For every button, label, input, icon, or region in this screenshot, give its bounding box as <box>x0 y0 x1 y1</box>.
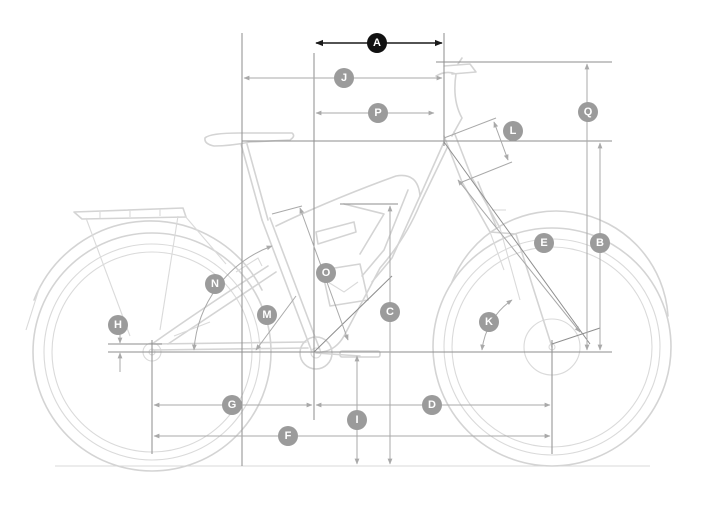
label-badge-l[interactable]: L <box>503 121 523 141</box>
label-j-text: J <box>341 72 347 84</box>
label-badge-o[interactable]: O <box>316 263 336 283</box>
label-l-text: L <box>510 125 517 137</box>
label-o-text: O <box>322 267 331 279</box>
saddle <box>204 132 295 147</box>
front-fender <box>451 210 669 317</box>
label-i-text: I <box>355 414 358 426</box>
label-badge-i[interactable]: I <box>347 410 367 430</box>
seat-post <box>240 143 269 221</box>
chain-stay <box>151 341 309 351</box>
handlebar <box>443 57 477 75</box>
label-a-text: A <box>373 37 381 49</box>
label-badge-c[interactable]: C <box>380 302 400 322</box>
label-badge-n[interactable]: N <box>205 274 225 294</box>
reference-lines <box>108 33 612 466</box>
label-g-text: G <box>228 399 237 411</box>
label-badge-p[interactable]: P <box>368 103 388 123</box>
label-f-text: F <box>285 430 292 442</box>
rear-shock <box>315 203 385 255</box>
label-badge-h[interactable]: H <box>108 315 128 335</box>
label-badge-j[interactable]: J <box>334 68 354 88</box>
stem <box>435 71 463 137</box>
label-d-text: D <box>428 399 436 411</box>
label-m-text: M <box>262 309 271 321</box>
label-badge-k[interactable]: K <box>479 312 499 332</box>
label-badge-b[interactable]: B <box>590 233 610 253</box>
label-n-text: N <box>211 278 219 290</box>
label-e-text: E <box>540 237 547 249</box>
label-c-text: C <box>386 306 394 318</box>
pedal <box>339 350 381 358</box>
suspension-fork <box>461 177 553 348</box>
crank <box>315 352 361 357</box>
label-k-text: K <box>485 316 493 328</box>
label-badge-m[interactable]: M <box>257 305 277 325</box>
rear-rack <box>73 207 227 337</box>
label-badge-f[interactable]: F <box>278 426 298 446</box>
bike-illustration <box>25 57 672 472</box>
label-badge-a[interactable]: A <box>367 33 387 53</box>
label-p-text: P <box>374 107 381 119</box>
top-tube <box>275 141 445 227</box>
label-badge-q[interactable]: Q <box>578 102 598 122</box>
label-badge-g[interactable]: G <box>222 395 242 415</box>
label-badge-d[interactable]: D <box>422 395 442 415</box>
head-tube <box>443 131 473 183</box>
label-q-text: Q <box>584 106 593 118</box>
label-h-text: H <box>114 319 122 331</box>
label-badge-e[interactable]: E <box>534 233 554 253</box>
label-b-text: B <box>596 237 604 249</box>
